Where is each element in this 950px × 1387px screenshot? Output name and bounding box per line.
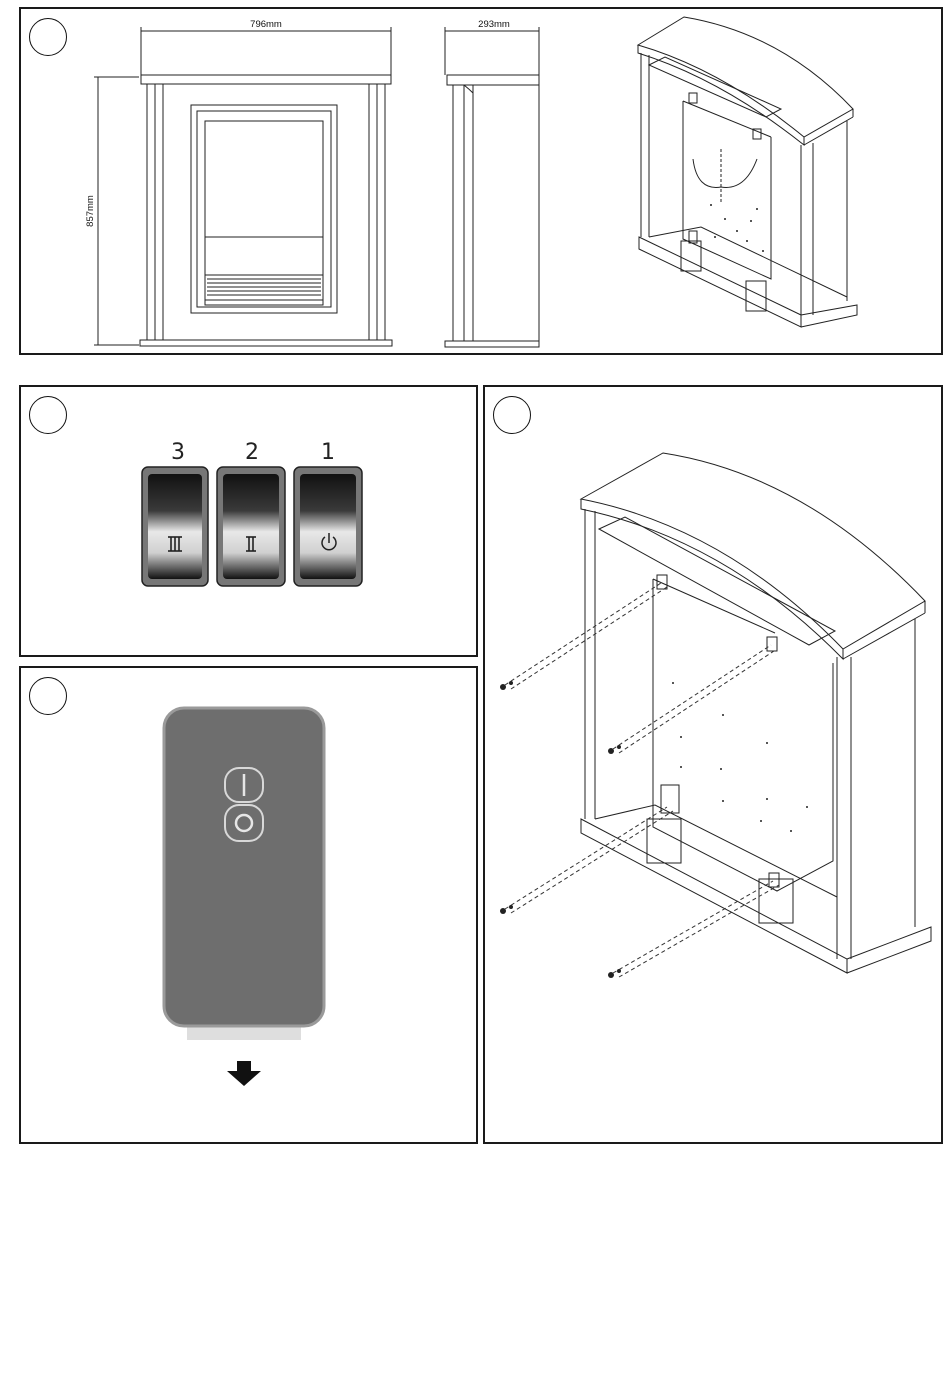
dimension-drawing: 796mm 293mm 857mm [21,9,945,357]
arrow-down-icon [227,1061,261,1086]
remote-body [164,708,324,1026]
off-button[interactable] [225,805,263,841]
screw-icon [500,681,621,978]
depth-dimension-label: 293mm [478,19,510,30]
switch-number-2: 2 [245,440,259,465]
switches-drawing: 3 2 1 [21,387,480,659]
switch-1[interactable] [294,467,362,586]
switch-3[interactable] [142,467,208,586]
remote-panel [19,666,478,1144]
on-button[interactable] [225,768,263,802]
switch-number-1: 1 [321,440,335,465]
remote-drawing [21,668,480,1146]
height-dimension-label: 857mm [85,195,96,227]
switch-number-3: 3 [171,440,185,465]
mounting-panel [483,385,943,1144]
dimensions-panel: 796mm 293mm 857mm [19,7,943,355]
width-dimension-label: 796mm [250,19,282,30]
switches-panel: 3 2 1 [19,385,478,657]
switch-2[interactable] [217,467,285,586]
mounting-drawing [485,387,945,1146]
